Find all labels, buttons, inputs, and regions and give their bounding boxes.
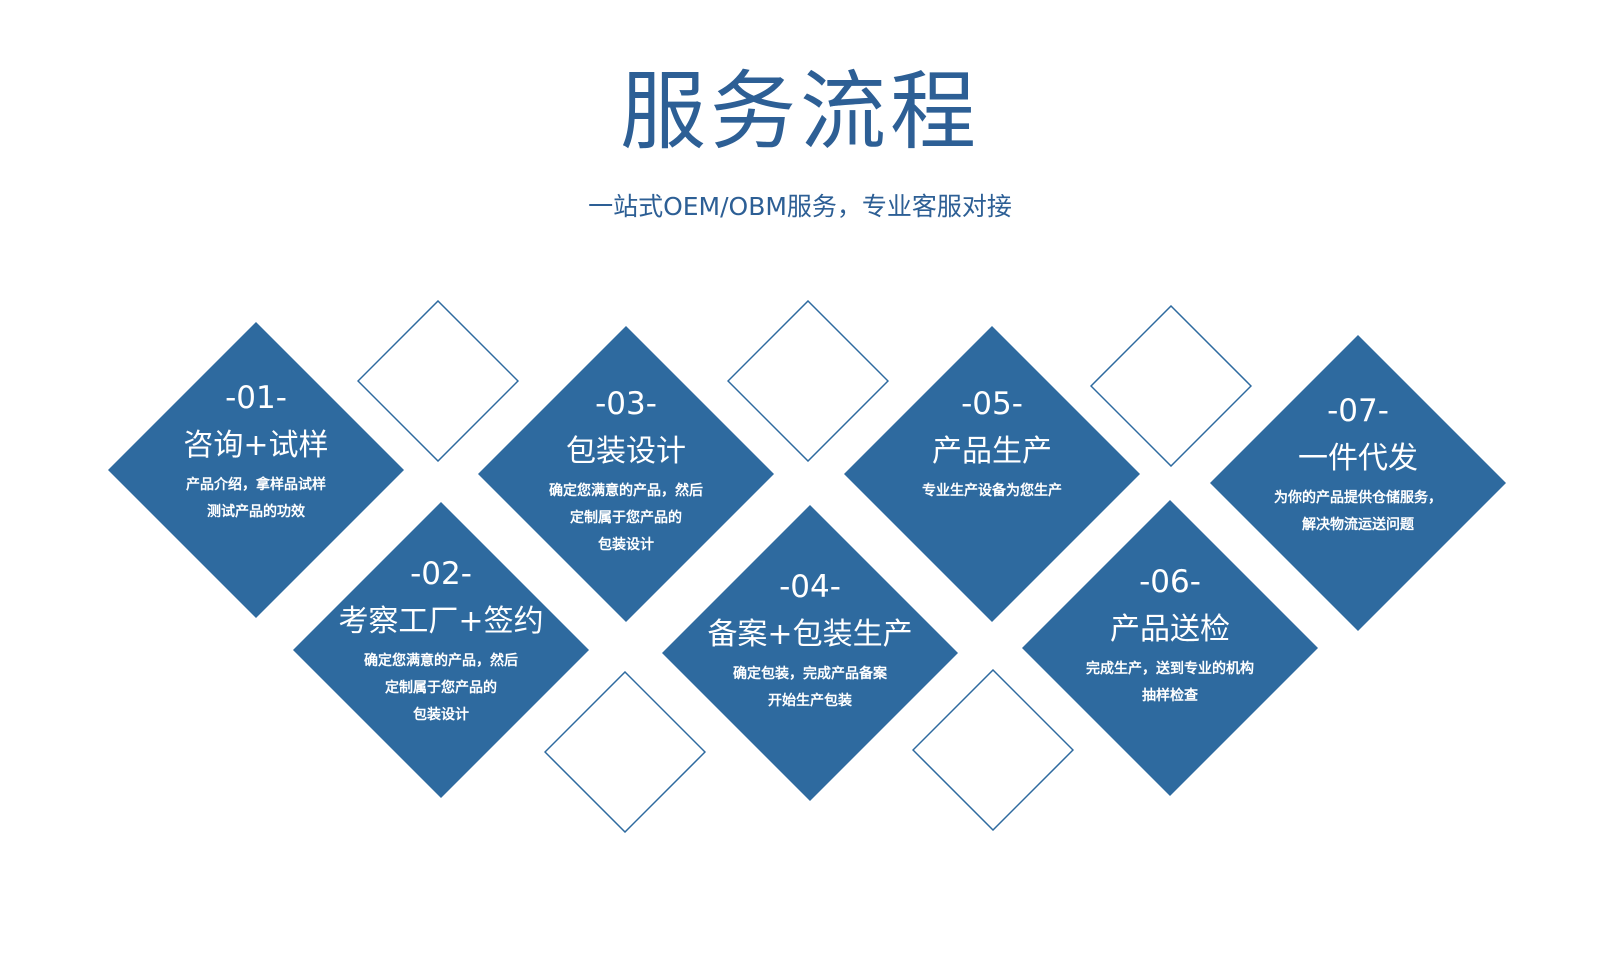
step-description: 完成生产，送到专业的机构 抽样检查	[1086, 661, 1254, 704]
page-title: 服务流程	[620, 62, 980, 162]
step-name: 产品送检	[1110, 612, 1230, 647]
step-description: 专业生产设备为您生产	[922, 483, 1062, 499]
outline-diamond	[727, 300, 889, 462]
step-number: -05-	[961, 386, 1023, 422]
step-description: 确定包装，完成产品备案 开始生产包装	[733, 666, 887, 709]
step-number: -04-	[779, 569, 841, 605]
step-description: 确定您满意的产品，然后 定制属于您产品的 包装设计	[364, 653, 518, 723]
step-name: 一件代发	[1298, 441, 1418, 476]
step-description: 产品介绍，拿样品试样 测试产品的功效	[186, 477, 326, 520]
page-subtitle: 一站式OEM/OBM服务，专业客服对接	[588, 192, 1012, 221]
step-number: -02-	[410, 556, 472, 592]
step-name: 备案+包装生产	[707, 617, 913, 652]
step-description: 为你的产品提供仓储服务， 解决物流运送问题	[1274, 490, 1442, 533]
step-number: -03-	[595, 386, 657, 422]
step-number: -06-	[1139, 564, 1201, 600]
outline-diamond	[1090, 305, 1252, 467]
step-name: 产品生产	[932, 434, 1052, 469]
step-name: 考察工厂+签约	[338, 604, 544, 639]
step-name: 咨询+试样	[183, 428, 329, 463]
outline-diamond	[357, 300, 519, 462]
step-name: 包装设计	[566, 434, 686, 469]
outline-diamond	[544, 671, 706, 833]
step-number: -01-	[225, 380, 287, 416]
step-description: 确定您满意的产品，然后 定制属于您产品的 包装设计	[549, 483, 703, 553]
step-number: -07-	[1327, 393, 1389, 429]
outline-diamond	[912, 669, 1074, 831]
